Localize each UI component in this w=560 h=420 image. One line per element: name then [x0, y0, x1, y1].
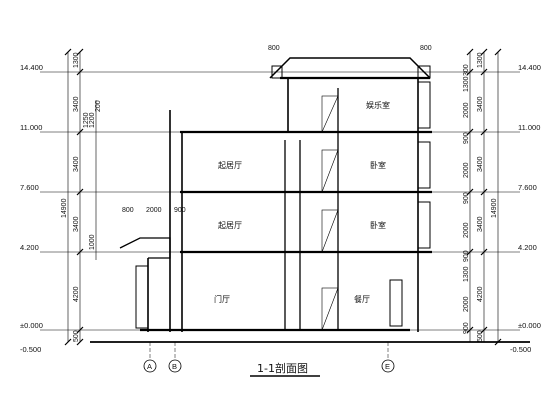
- axis-bubble-b: [168, 359, 182, 373]
- axis-label: B: [172, 362, 177, 371]
- right-inner-dim: 2000: [463, 102, 470, 118]
- left-dim: 3400: [73, 156, 80, 172]
- room-label: 起居厅: [218, 161, 242, 170]
- right-inner-dim: 2000: [463, 162, 470, 178]
- floor-slabs: [140, 76, 432, 332]
- interior-walls: [284, 88, 339, 330]
- left-dim: 4200: [73, 286, 80, 302]
- axis-label: E: [385, 362, 390, 371]
- mid-dim: 2000: [146, 207, 162, 214]
- axis-bubble-a: [143, 359, 157, 373]
- entrance-door: [135, 265, 149, 329]
- left-dim: 3400: [73, 216, 80, 232]
- top-dim: 800: [420, 45, 432, 52]
- level-label-left: 11.000: [20, 123, 42, 132]
- right-dim: 3400: [477, 156, 484, 172]
- right-dim: 1300: [477, 52, 484, 68]
- right-inner-dim: 2000: [463, 296, 470, 312]
- right-inner-dim: 2000: [463, 222, 470, 238]
- drawing-title: 1-1剖面图: [257, 361, 308, 375]
- right-inner-dim: 900: [463, 132, 470, 144]
- left-dim: 3400: [73, 96, 80, 112]
- left-inner-dim: 200: [95, 100, 102, 112]
- axis-lines: [149, 342, 389, 360]
- level-label-right: 4.200: [518, 243, 537, 252]
- left-dim-total: 14900: [61, 198, 68, 218]
- room-label: 娱乐室: [366, 100, 390, 110]
- mid-dim: 900: [174, 207, 186, 214]
- left-inner-dim: 1000: [89, 234, 96, 250]
- right-inner-dim: 300: [463, 64, 470, 76]
- level-label-right: -0.500: [510, 345, 531, 354]
- left-inner-dim: 1250: [83, 112, 90, 128]
- level-label-left: -0.500: [20, 345, 41, 354]
- top-dim: 800: [268, 45, 280, 52]
- room-label: 起居厅: [218, 221, 242, 230]
- right-dim: 3400: [477, 96, 484, 112]
- right-dim-total: 14900: [491, 198, 498, 218]
- level-label-left: 4.200: [20, 243, 39, 252]
- room-label: 门厅: [214, 294, 230, 304]
- room-label: 卧室: [370, 220, 386, 230]
- axis-label: A: [147, 362, 152, 371]
- right-inner-dim: 900: [463, 250, 470, 262]
- level-label-left: 7.600: [20, 183, 39, 192]
- axis-bubble-e: [381, 359, 395, 373]
- right-inner-dim: 1300: [463, 266, 470, 282]
- room-label: 卧室: [370, 160, 386, 170]
- level-label-left: 14.400: [20, 63, 43, 72]
- exterior-walls: [147, 78, 419, 332]
- level-label-left: ±0.000: [20, 321, 43, 330]
- right-inner-dim: 1300: [463, 76, 470, 92]
- mid-dim: 800: [122, 207, 134, 214]
- right-inner-dim: 900: [463, 322, 470, 334]
- right-windows: [389, 81, 431, 327]
- roof-profile: [269, 57, 431, 79]
- level-label-right: 11.000: [518, 123, 540, 132]
- left-dim: 500: [73, 330, 80, 342]
- room-label: 餐厅: [354, 295, 370, 304]
- left-dim: 1300: [73, 52, 80, 68]
- left-inner-dim: 1200: [89, 112, 96, 128]
- right-dim: 4200: [477, 286, 484, 302]
- roof-parapet-right: [417, 65, 431, 79]
- right-inner-dim: 900: [463, 192, 470, 204]
- level-label-right: 7.600: [518, 183, 537, 192]
- stair-hatches: [321, 95, 339, 331]
- level-label-right: 14.400: [518, 63, 541, 72]
- roof-parapet-left: [271, 65, 283, 79]
- right-dim: 500: [477, 330, 484, 342]
- entrance-canopy: [119, 237, 171, 259]
- right-dim: 3400: [477, 216, 484, 232]
- level-label-right: ±0.000: [518, 321, 541, 330]
